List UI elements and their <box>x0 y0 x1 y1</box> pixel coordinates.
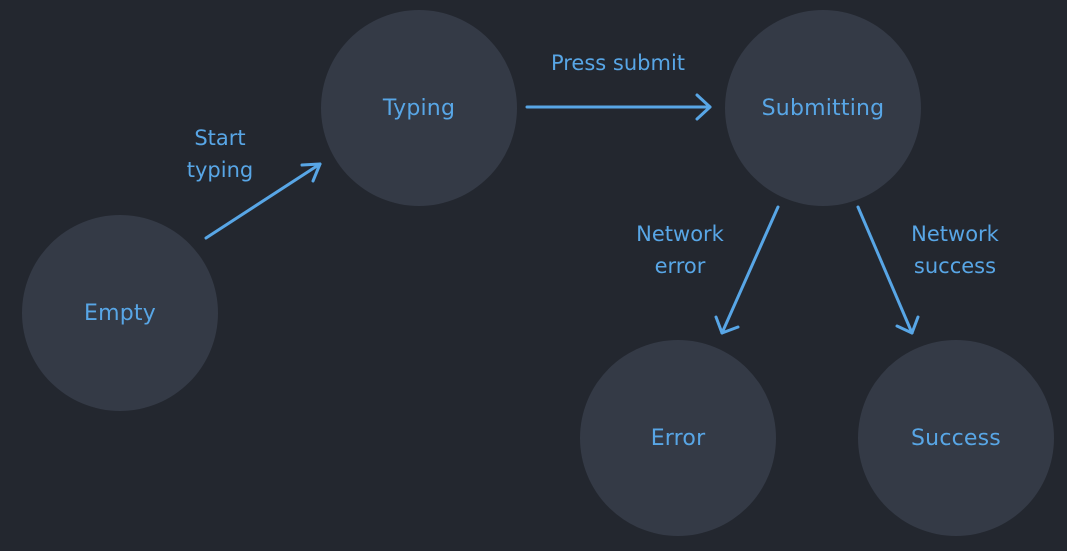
transition-label-network-error-line-1: Network <box>636 222 724 246</box>
state-success-label: Success <box>911 425 1001 451</box>
transition-label-network-success-line-1: Network <box>911 222 999 246</box>
transition-label-network-success-line-2: success <box>913 254 997 278</box>
transition-label-start-typing-line-1: Start <box>194 126 246 150</box>
state-empty-label: Empty <box>84 300 156 326</box>
state-error-label: Error <box>650 425 706 451</box>
transition-label-press-submit-line: Press submit <box>550 51 686 75</box>
state-error: Error <box>580 340 776 536</box>
transition-label-network-error: Network error <box>620 218 740 282</box>
state-empty: Empty <box>22 215 218 411</box>
state-submitting: Submitting <box>725 10 921 206</box>
arrow-press-submit <box>525 93 712 121</box>
transition-label-start-typing-line-2: typing <box>186 158 254 182</box>
transition-label-network-error-line-2: error <box>654 254 706 278</box>
state-typing-label: Typing <box>382 95 456 121</box>
transition-label-network-success: Network success <box>893 218 1017 282</box>
state-submitting-label: Submitting <box>761 95 885 121</box>
transition-label-press-submit: Press submit <box>528 47 708 79</box>
transition-label-start-typing: Start typing <box>168 122 272 186</box>
state-typing: Typing <box>321 10 517 206</box>
state-success: Success <box>858 340 1054 536</box>
